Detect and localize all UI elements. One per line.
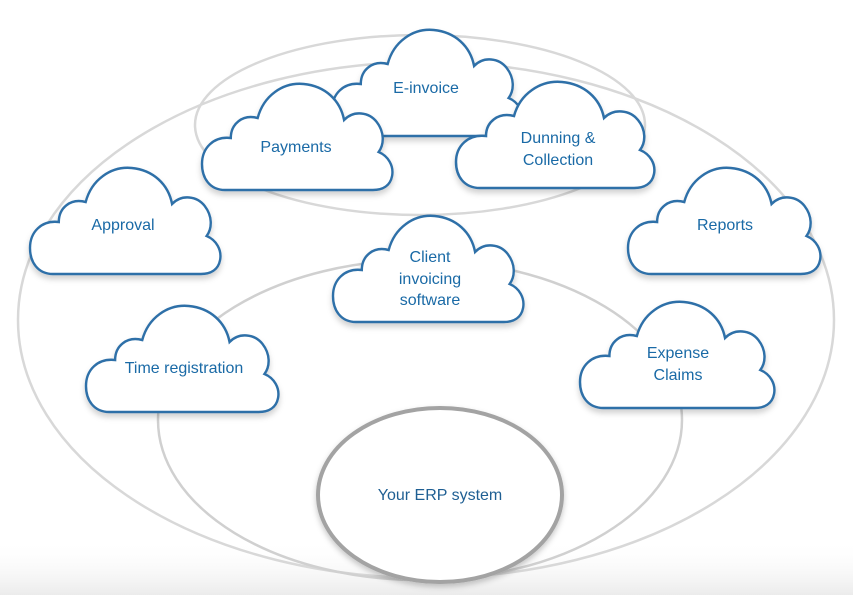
cloud-time-label: Time registration <box>125 360 244 377</box>
cloud-einvoice-label: E-invoice <box>393 80 459 97</box>
cloud-client-label-line2: invoicing <box>399 271 461 288</box>
cloud-time-registration <box>84 304 280 414</box>
cloud-client-label-line1: Client <box>410 249 451 266</box>
cloud-expense-label-line2: Claims <box>654 367 703 384</box>
erp-system-circle <box>316 406 564 584</box>
cloud-dunning-label-line2: Collection <box>523 152 593 169</box>
cloud-reports-label: Reports <box>697 217 753 234</box>
cloud-client-label-line3: software <box>400 292 461 309</box>
cloud-dunning-label-line1: Dunning & <box>521 130 596 147</box>
erp-system-label: Your ERP system <box>378 487 503 504</box>
cloud-payments-label: Payments <box>260 139 331 156</box>
erp-system-node: Your ERP system <box>316 406 564 584</box>
cloud-expense-label-line1: Expense <box>647 345 709 362</box>
cloud-approval-label: Approval <box>91 217 154 234</box>
